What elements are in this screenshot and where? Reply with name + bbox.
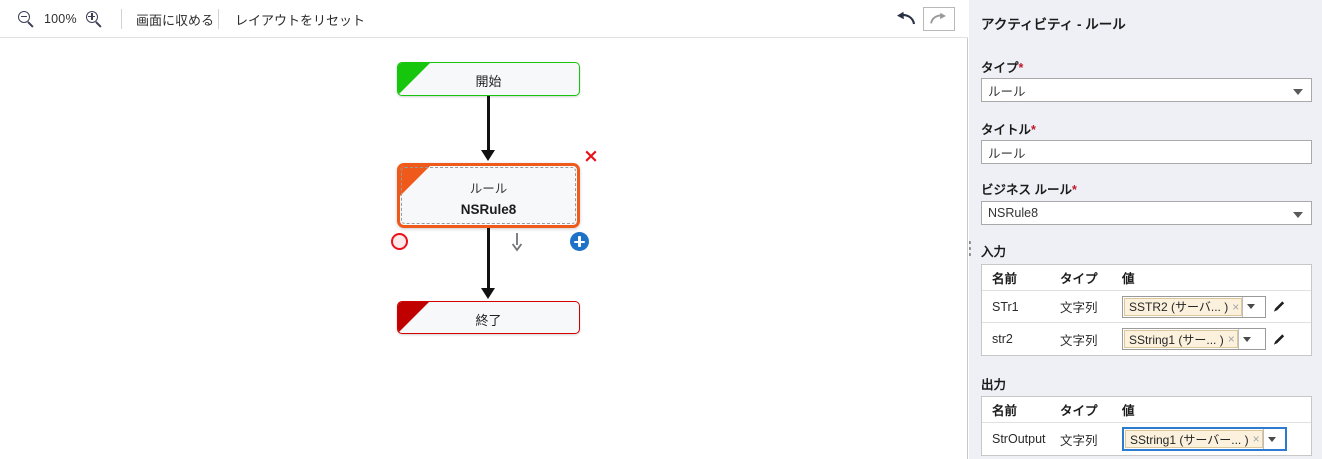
chevron-down-icon	[1293, 212, 1303, 218]
input-row-1-chip-close-icon[interactable]: ×	[1227, 332, 1235, 346]
input-row-1-value-cell[interactable]: SString1 (サー... ) ×	[1122, 328, 1311, 350]
flow-node-start[interactable]: 開始	[397, 62, 580, 96]
type-label-text: タイプ	[981, 61, 1019, 75]
output-row-0-name: StrOutput	[992, 432, 1046, 446]
output-row-0-valuebox[interactable]: SString1 (サーバー... ) ×	[1122, 427, 1287, 451]
output-row-0-dropdown-icon[interactable]	[1262, 429, 1280, 449]
reset-layout-button[interactable]: レイアウトをリセット	[235, 0, 365, 38]
output-row-0-value-cell[interactable]: SString1 (サーバー... ) ×	[1122, 427, 1311, 451]
rule-corner-triangle-icon	[400, 166, 430, 196]
end-node-label: 終了	[475, 313, 502, 328]
output-col-name: 名前	[992, 404, 1018, 418]
zoom-level-label: 100%	[44, 12, 77, 26]
flow-node-end[interactable]: 終了	[397, 301, 580, 334]
input-row-0-chip[interactable]: SSTR2 (サーバ... ) ×	[1124, 297, 1242, 316]
type-select-value: ルール	[988, 84, 1026, 99]
connector-rule-to-end	[487, 228, 490, 290]
properties-panel: アクティビティ - ルール タイプ* ルール タイトル* ルール ビジネス ルー…	[969, 0, 1322, 459]
output-row-0-chip[interactable]: SString1 (サーバー... ) ×	[1125, 430, 1263, 448]
input-table-header-row: 名前 タイプ 値	[982, 265, 1311, 291]
panel-splitter-handle[interactable]	[969, 241, 974, 257]
input-row-1-dropdown-icon[interactable]	[1237, 329, 1255, 349]
input-table: 名前 タイプ 値 STr1 文字列 SSTR2 (サーバ... ) ×	[981, 264, 1312, 356]
input-col-type: タイプ	[1060, 272, 1098, 286]
business-rule-select-value: NSRule8	[988, 206, 1039, 220]
business-rule-select[interactable]: NSRule8	[981, 201, 1312, 225]
connector-down-arrow-icon[interactable]	[508, 232, 526, 252]
input-section-title: 入力	[981, 245, 1007, 259]
toolbar-divider-2	[218, 9, 219, 29]
input-row-0-dropdown-icon[interactable]	[1242, 296, 1259, 317]
rule-node-name-label: NSRule8	[460, 202, 517, 217]
input-row-1-chip-text: SString1 (サー... )	[1129, 332, 1224, 347]
input-row-1-valuebox[interactable]: SString1 (サー... ) ×	[1122, 328, 1266, 350]
connector-start-to-rule	[487, 96, 490, 152]
zoom-out-icon[interactable]	[18, 10, 35, 28]
flow-canvas[interactable]: 100% 画面に収める レイアウトをリセット	[0, 0, 968, 459]
table-row[interactable]: StrOutput 文字列 SString1 (サーバー... ) ×	[982, 423, 1311, 455]
output-table-header-row: 名前 タイプ 値	[982, 397, 1311, 423]
start-corner-triangle-icon	[398, 63, 430, 95]
title-input-value: ルール	[988, 146, 1026, 161]
delete-node-icon[interactable]: ×	[583, 145, 599, 167]
input-row-0-valuebox[interactable]: SSTR2 (サーバ... ) ×	[1122, 295, 1266, 318]
input-col-name: 名前	[992, 272, 1018, 286]
input-row-0-value-cell[interactable]: SSTR2 (サーバ... ) ×	[1122, 295, 1311, 318]
redo-button[interactable]	[923, 7, 955, 31]
input-row-1-name: str2	[992, 332, 1013, 346]
type-required-marker: *	[1018, 61, 1024, 75]
title-input[interactable]: ルール	[981, 140, 1312, 164]
table-row[interactable]: STr1 文字列 SSTR2 (サーバ... ) ×	[982, 291, 1311, 323]
zoom-in-icon[interactable]	[85, 10, 103, 28]
table-row[interactable]: str2 文字列 SString1 (サー... ) ×	[982, 323, 1311, 355]
input-row-1-edit-pencil-icon[interactable]	[1271, 332, 1287, 347]
down-arrow-glyph	[511, 233, 523, 252]
toolbar-divider-1	[121, 9, 122, 29]
output-row-0-type: 文字列	[1060, 433, 1098, 448]
zoom-controls: 100%	[18, 0, 103, 38]
connector-arrowhead-1	[481, 150, 495, 161]
input-row-0-name: STr1	[992, 299, 1019, 314]
output-table: 名前 タイプ 値 StrOutput 文字列 SString1 (サーバー...…	[981, 396, 1312, 456]
connector-circle-handle[interactable]	[391, 233, 408, 250]
title-required-marker: *	[1031, 123, 1036, 137]
chevron-down-icon	[1293, 89, 1303, 95]
input-row-0-edit-pencil-icon[interactable]	[1271, 299, 1287, 314]
output-row-0-chip-close-icon[interactable]: ×	[1252, 432, 1260, 446]
input-row-0-chip-text: SSTR2 (サーバ... )	[1129, 300, 1229, 314]
output-section-title: 出力	[981, 378, 1007, 392]
business-rule-required-marker: *	[1071, 183, 1077, 197]
end-corner-triangle-icon	[398, 302, 429, 333]
business-rule-field-label: ビジネス ルール*	[981, 179, 1077, 198]
title-field-label: タイトル*	[981, 119, 1036, 138]
output-col-value: 値	[1122, 404, 1135, 418]
input-row-0-chip-close-icon[interactable]: ×	[1232, 299, 1240, 314]
input-col-value: 値	[1122, 272, 1135, 286]
connector-arrowhead-2	[481, 288, 495, 299]
start-node-label: 開始	[475, 74, 502, 89]
input-row-0-type: 文字列	[1060, 301, 1098, 315]
add-node-button[interactable]	[570, 232, 589, 251]
type-field-label: タイプ*	[981, 57, 1023, 76]
output-row-0-chip-text: SString1 (サーバー... )	[1130, 432, 1249, 447]
redo-arrow-icon	[930, 12, 946, 24]
output-col-type: タイプ	[1060, 404, 1098, 418]
panel-title: アクティビティ - ルール	[981, 17, 1126, 32]
undo-arrow-icon	[897, 11, 916, 25]
input-row-1-type: 文字列	[1060, 333, 1098, 348]
canvas-toolbar: 100% 画面に収める レイアウトをリセット	[0, 0, 968, 38]
fit-to-screen-button[interactable]: 画面に収める	[136, 0, 214, 38]
flow-node-rule[interactable]: ルール NSRule8	[397, 163, 580, 228]
business-rule-label-text: ビジネス ルール	[981, 183, 1072, 197]
title-label-text: タイトル	[981, 123, 1032, 137]
input-row-1-chip[interactable]: SString1 (サー... ) ×	[1124, 330, 1238, 348]
type-select[interactable]: ルール	[981, 78, 1312, 102]
rule-node-type-label: ルール	[469, 182, 508, 196]
undo-button[interactable]	[889, 7, 921, 31]
